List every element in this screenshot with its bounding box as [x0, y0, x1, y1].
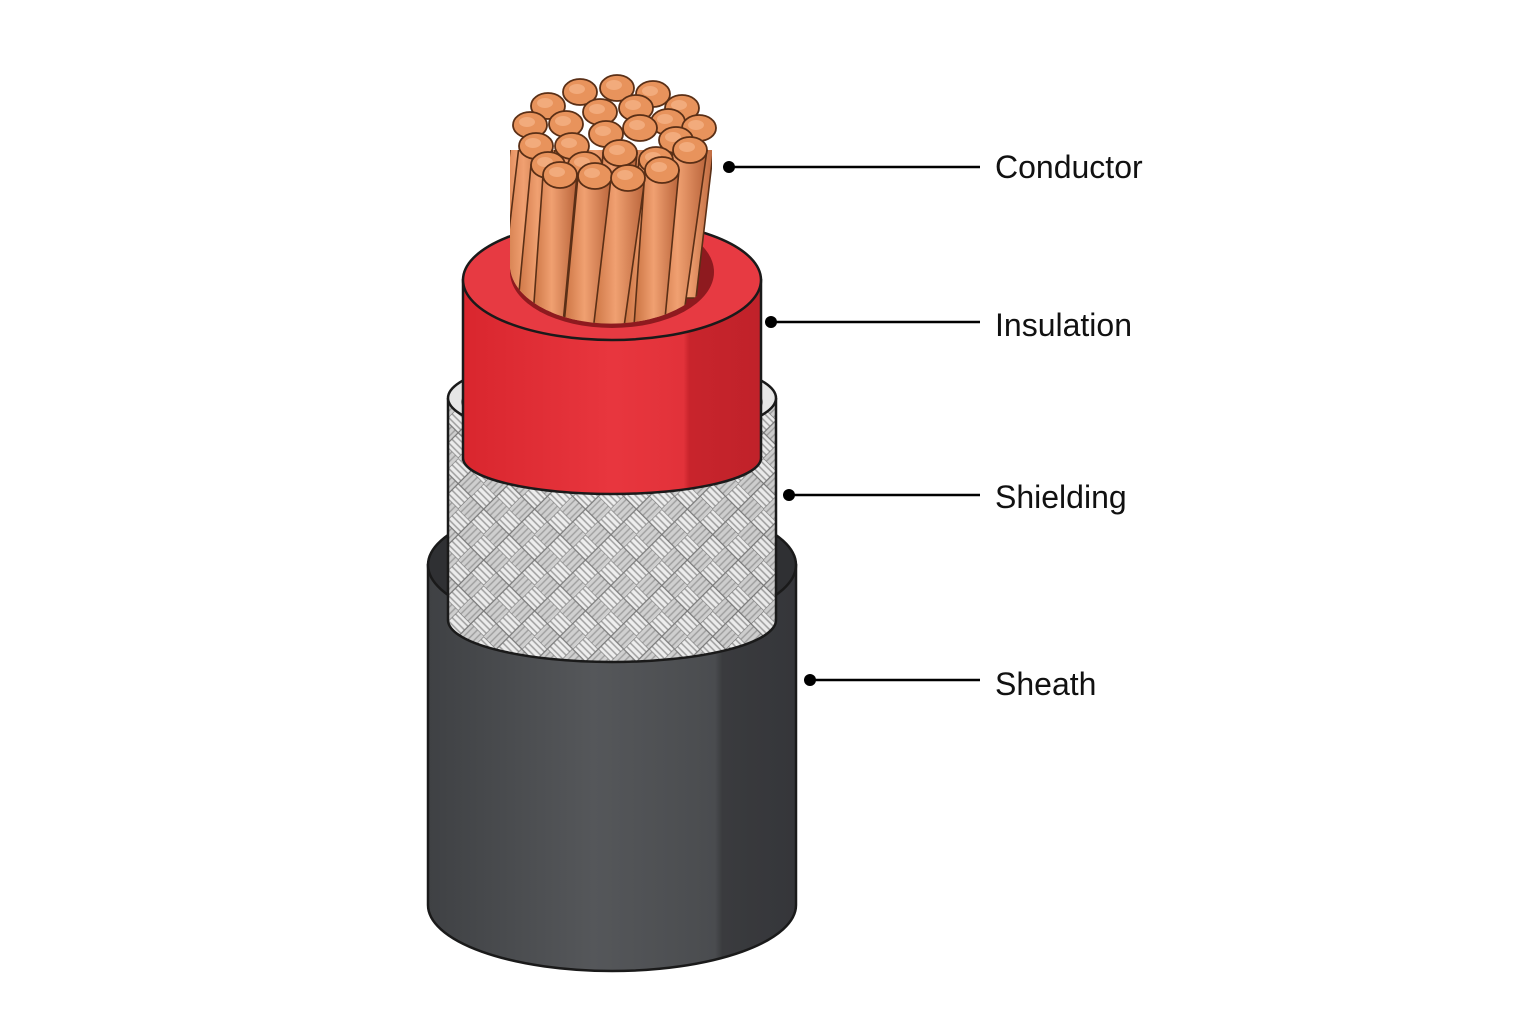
conductor-strand-highlight: [589, 104, 605, 114]
sheath-body: [426, 563, 798, 973]
conductor-strand-highlight: [519, 117, 535, 127]
conductor-strand-highlight: [584, 168, 600, 178]
conductor-strand-highlight: [651, 162, 667, 172]
conductor-strand-highlight: [606, 80, 622, 90]
conductor-strand-highlight: [595, 126, 611, 136]
insulation-body: [461, 278, 763, 496]
conductor-strand-highlight: [625, 100, 641, 110]
conductor-label: Conductor: [995, 149, 1143, 185]
conductor-strand-highlight: [537, 98, 553, 108]
shielding-outline: [446, 398, 778, 664]
conductor-strand-highlight: [617, 170, 633, 180]
conductor-strand-highlight: [609, 145, 625, 155]
conductor-strand-highlight: [679, 142, 695, 152]
insulation-leader: [765, 316, 980, 328]
conductor-strand-highlight: [629, 120, 645, 130]
conductor-strand-highlight: [561, 138, 577, 148]
conductor-strand-highlight: [688, 120, 704, 130]
conductor-layer: [510, 74, 717, 324]
conductor-strand-highlight: [569, 84, 585, 94]
leader-lines: [723, 161, 980, 686]
conductor-strand-highlight: [642, 86, 658, 96]
shielding-label: Shielding: [995, 479, 1127, 515]
conductor-strand-highlight: [671, 100, 687, 110]
conductor-leader: [723, 161, 980, 173]
conductor-strand-highlight: [657, 114, 673, 124]
conductor-strand-highlight: [549, 167, 565, 177]
insulation-label: Insulation: [995, 307, 1132, 343]
shielding-leader: [783, 489, 980, 501]
conductor-strand-highlight: [665, 132, 681, 142]
sheath-label: Sheath: [995, 666, 1097, 702]
conductor-strand-highlight: [555, 116, 571, 126]
sheath-leader: [804, 674, 980, 686]
conductor-strand-highlight: [525, 138, 541, 148]
